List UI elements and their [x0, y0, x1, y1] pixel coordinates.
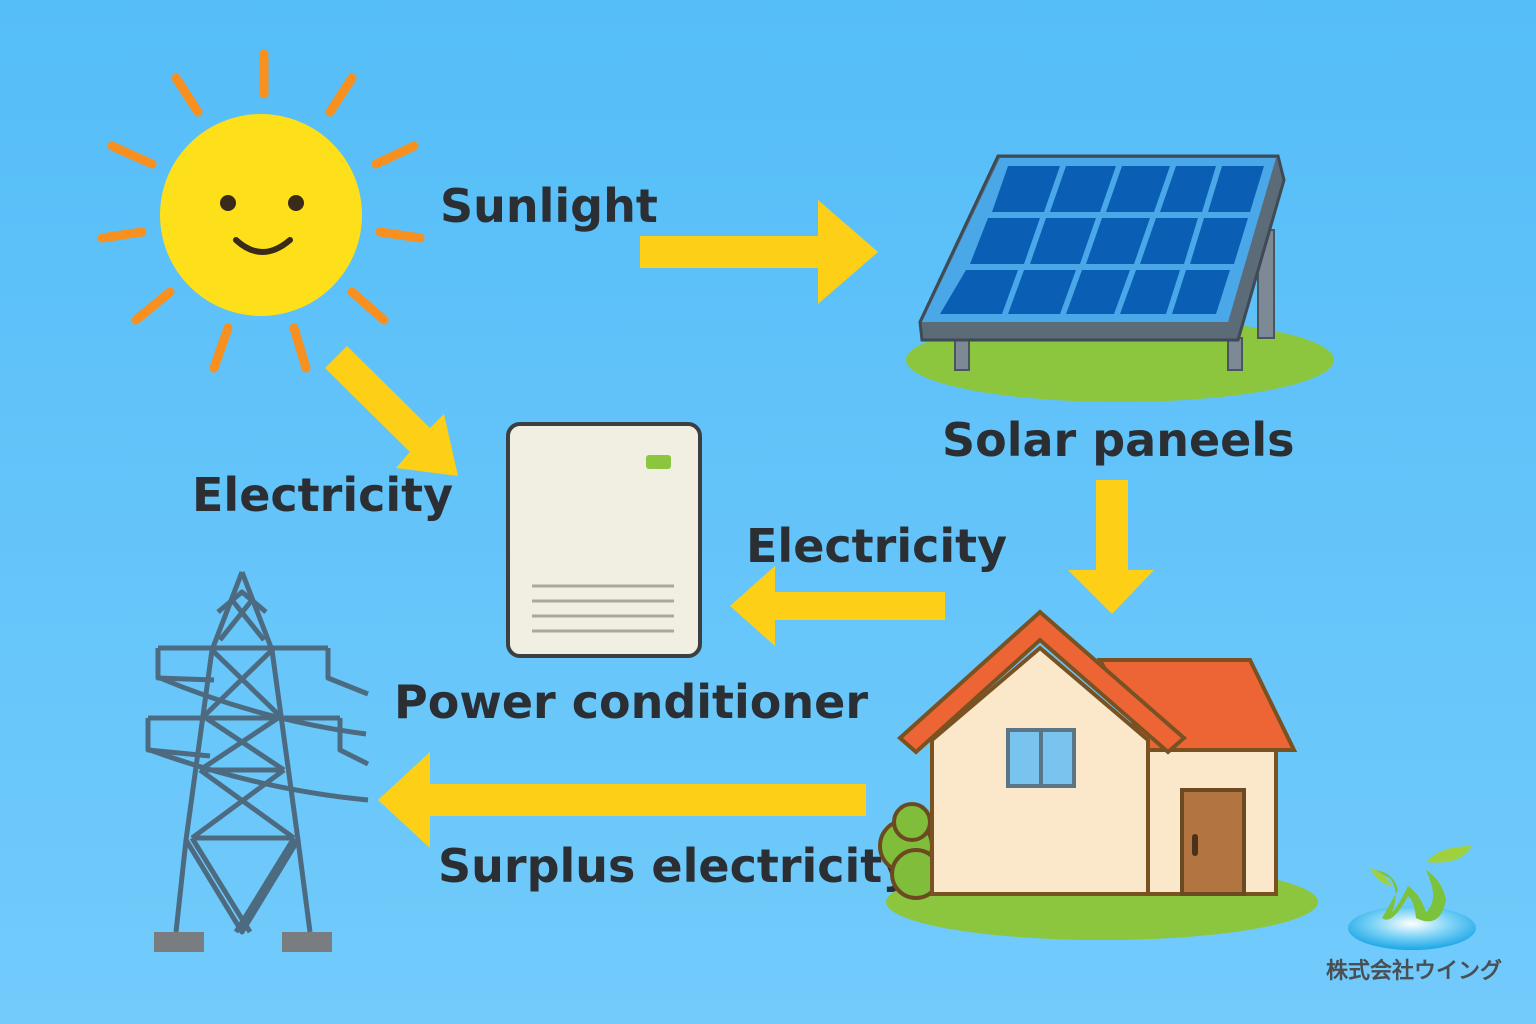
arrow-sun-to-conditioner [325, 346, 458, 476]
solar-panel-icon [906, 154, 1334, 402]
label-electricity-house: Electricity [746, 519, 1007, 573]
company-logo-text: 株式会社ウイング [1326, 958, 1502, 984]
arrow-house-to-conditioner [730, 566, 945, 646]
label-sunlight: Sunlight [440, 179, 658, 233]
arrow-panel-to-house [1068, 480, 1154, 614]
arrows [325, 200, 1154, 848]
label-solar-panels: Solar paneels [942, 413, 1295, 467]
label-electricity-sun: Electricity [192, 468, 453, 522]
house-icon [878, 609, 1318, 940]
label-power-conditioner: Power conditioner [394, 675, 868, 729]
label-surplus-electricity: Surplus electricity [438, 839, 912, 893]
transmission-tower-icon [145, 571, 370, 952]
sun-icon [97, 49, 425, 373]
power-conditioner-icon [506, 422, 702, 658]
company-logo: 株式会社ウイング [1326, 846, 1502, 984]
arrow-sun-to-panel [640, 200, 878, 304]
arrow-house-to-grid [378, 752, 866, 848]
